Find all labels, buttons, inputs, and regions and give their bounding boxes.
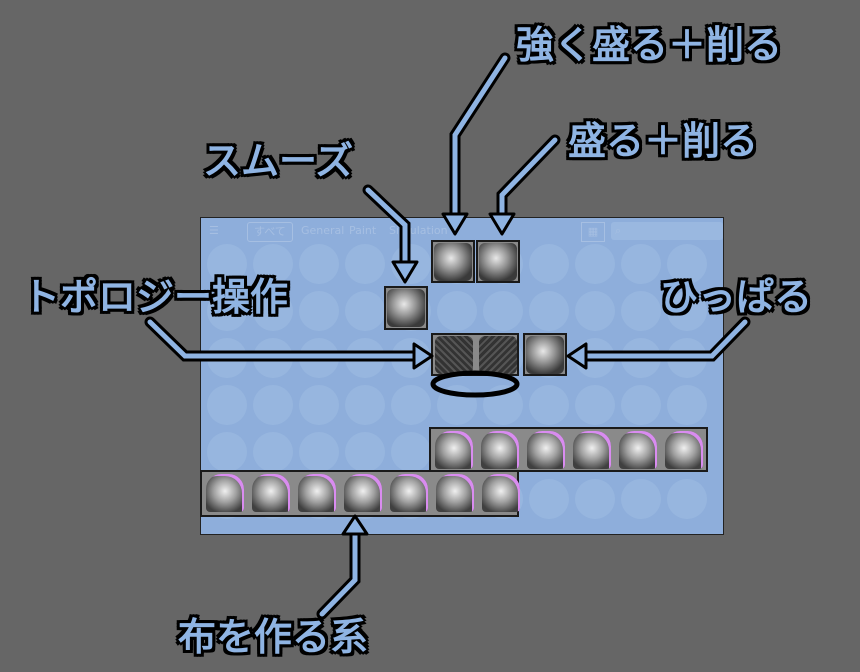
brush-thumbnail[interactable] (299, 244, 339, 284)
brush-thumbnail[interactable] (621, 479, 661, 519)
arrowhead (391, 260, 419, 284)
label-pull: ひっぱる (660, 275, 813, 319)
brush-thumbnail[interactable] (667, 385, 707, 425)
brush-thumbnail[interactable] (667, 291, 707, 331)
arrowhead (412, 342, 434, 370)
cloth-brush[interactable] (390, 474, 428, 512)
brush-thumbnail[interactable] (207, 432, 247, 472)
tab-paint[interactable]: Paint (349, 224, 377, 237)
cloth-brush[interactable] (344, 474, 382, 512)
arrowhead (341, 514, 369, 536)
cloth-brush[interactable] (436, 474, 474, 512)
cloth-brush[interactable] (573, 431, 611, 469)
brush-smooth[interactable] (384, 286, 428, 330)
brush-thumbnail[interactable] (253, 385, 293, 425)
brush-thumbnail[interactable] (529, 291, 569, 331)
label-topology: トポロジー操作 (22, 275, 289, 319)
cloth-brush[interactable] (527, 431, 565, 469)
brush-thumbnail[interactable] (207, 385, 247, 425)
brush-thumbnail[interactable] (207, 244, 247, 284)
cloth-brush[interactable] (481, 431, 519, 469)
brush-add-sub[interactable] (476, 240, 520, 283)
brush-thumbnail[interactable] (345, 244, 385, 284)
label-smooth: スムーズ (203, 139, 354, 183)
brush-thumbnail[interactable] (391, 385, 431, 425)
brush-thumbnail[interactable] (299, 291, 339, 331)
brush-thumbnail[interactable] (299, 432, 339, 472)
cloth-brushes-row-2 (200, 470, 520, 517)
brush-thumbnail[interactable] (253, 291, 293, 331)
brush-thumbnail[interactable] (575, 291, 615, 331)
arrowhead (566, 342, 588, 370)
label-add-sub: 盛る＋削る (568, 119, 759, 163)
brush-pull[interactable] (523, 333, 567, 376)
brush-thumbnail[interactable] (391, 432, 431, 472)
brush-thumbnail[interactable] (345, 432, 385, 472)
cloth-brush[interactable] (298, 474, 336, 512)
cloth-brushes-row-1 (429, 427, 708, 472)
brush-thumbnail[interactable] (253, 244, 293, 284)
brush-thumbnail[interactable] (345, 385, 385, 425)
label-cloth: 布を作る系 (178, 615, 369, 659)
brush-thumbnail[interactable] (529, 244, 569, 284)
arrowhead (488, 212, 516, 236)
brush-thumbnail[interactable] (529, 385, 569, 425)
label-strong-add-sub: 強く盛る＋削る (516, 23, 783, 67)
cloth-brush[interactable] (435, 431, 473, 469)
brush-thumbnail[interactable] (345, 291, 385, 331)
cloth-brush[interactable] (665, 431, 703, 469)
brush-thumbnail[interactable] (575, 479, 615, 519)
brush-thumbnail[interactable] (575, 385, 615, 425)
brush-topology-pair[interactable] (431, 333, 519, 376)
brush-thumbnail[interactable] (483, 291, 523, 331)
cloth-brush[interactable] (619, 431, 657, 469)
brush-thumbnail[interactable] (667, 479, 707, 519)
grid-view-icon[interactable]: ▦ (581, 222, 605, 242)
arrowhead (441, 212, 469, 236)
brush-strong-add-sub[interactable] (431, 240, 475, 283)
tab-general[interactable]: General (301, 224, 345, 237)
menu-icon[interactable]: ☰ (209, 224, 219, 237)
brush-thumbnail[interactable] (621, 385, 661, 425)
brush-thumbnail[interactable] (575, 244, 615, 284)
brush-thumbnail[interactable] (299, 385, 339, 425)
cloth-brush[interactable] (206, 474, 244, 512)
search-input[interactable]: ⌕ (611, 222, 723, 240)
tab-all[interactable]: すべて (247, 222, 293, 242)
brush-thumbnail[interactable] (621, 244, 661, 284)
brush-thumbnail[interactable] (529, 479, 569, 519)
cloth-brush[interactable] (482, 474, 520, 512)
brush-thumbnail[interactable] (621, 291, 661, 331)
cloth-brush[interactable] (252, 474, 290, 512)
brush-thumbnail[interactable] (667, 244, 707, 284)
brush-thumbnail[interactable] (253, 432, 293, 472)
brush-thumbnail[interactable] (437, 291, 477, 331)
brush-thumbnail[interactable] (207, 291, 247, 331)
